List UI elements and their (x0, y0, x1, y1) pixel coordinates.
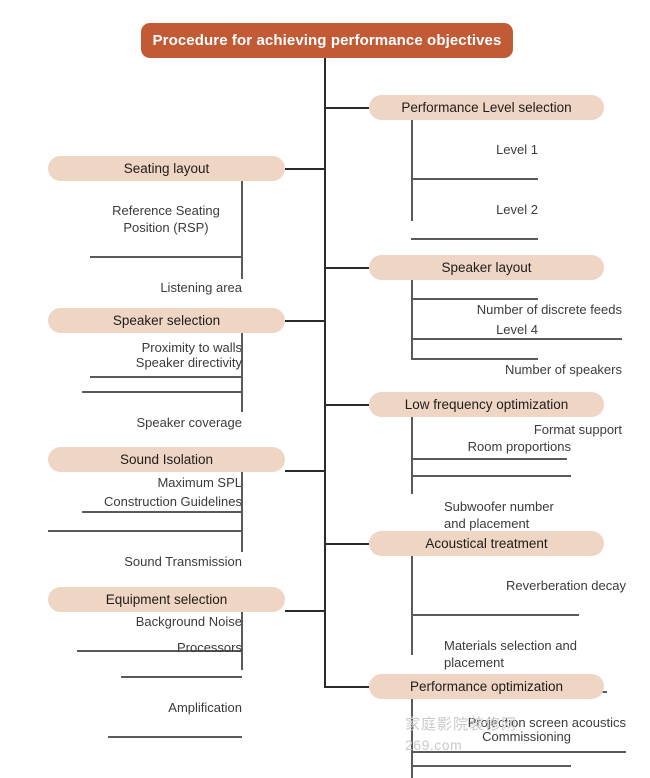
item-rule (411, 178, 538, 180)
list-item[interactable]: Level 1 (411, 120, 538, 180)
item-rule (411, 358, 538, 360)
branch-stem (241, 472, 243, 552)
connector-right-4 (324, 543, 369, 545)
connector-left-4 (285, 610, 325, 612)
list-item[interactable]: Projection screen acoustics (411, 693, 626, 753)
list-item[interactable]: Speaker coverage (82, 393, 242, 453)
branch-stem (241, 181, 243, 279)
branch-items: Processors Amplification (108, 612, 242, 738)
branch-pill-speaker-layout[interactable]: Speaker layout (369, 255, 604, 280)
list-item[interactable]: Commissioning (411, 699, 571, 767)
branch-items: Commissioning Calibration and EQ (411, 699, 571, 778)
list-item[interactable]: Reverberation decay (411, 556, 626, 616)
branch-pill-equipment-selection[interactable]: Equipment selection (48, 587, 285, 612)
branch-stem (241, 612, 243, 670)
branch-pill-performance-level-selection[interactable]: Performance Level selection (369, 95, 604, 120)
connector-left-1 (285, 168, 325, 170)
branch-stem (241, 333, 243, 412)
connector-right-2 (324, 267, 369, 269)
branch-stem (411, 120, 413, 221)
item-rule (77, 650, 242, 652)
list-item[interactable]: Speaker directivity (82, 333, 242, 393)
branch-stem (411, 417, 413, 494)
central-spine (324, 58, 326, 686)
list-item[interactable]: Number of discrete feeds (411, 280, 622, 340)
item-rule (82, 391, 242, 393)
branch-pill-sound-isolation[interactable]: Sound Isolation (48, 447, 285, 472)
list-item[interactable]: Level 4 (411, 300, 538, 360)
item-rule (411, 751, 626, 753)
item-rule (108, 736, 242, 738)
list-item[interactable]: Sound Transmission (48, 532, 242, 592)
list-item[interactable]: Room proportions (411, 417, 571, 477)
item-rule (411, 238, 538, 240)
list-item[interactable]: Construction Guidelines (48, 472, 242, 532)
item-rule (411, 765, 571, 767)
list-item[interactable]: Format support (411, 400, 622, 460)
item-rule (411, 475, 571, 477)
list-item[interactable]: Proximity to walls (90, 318, 242, 378)
list-item[interactable]: Number of speakers (411, 340, 622, 400)
item-rule (82, 511, 242, 513)
item-rule (90, 256, 242, 258)
list-item[interactable]: Level 2 (411, 180, 538, 240)
item-rule (411, 458, 568, 460)
item-rule (411, 298, 538, 300)
item-rule (411, 614, 579, 616)
diagram-root-title: Procedure for achieving performance obje… (141, 23, 513, 58)
list-item[interactable]: Maximum SPL (82, 453, 242, 513)
list-item[interactable]: Processors (108, 612, 242, 678)
branch-pill-performance-optimization[interactable]: Performance optimization (369, 674, 604, 699)
connector-right-1 (324, 107, 369, 109)
connector-right-5 (324, 686, 369, 688)
connector-right-3 (324, 404, 369, 406)
branch-items: Construction Guidelines Sound Transmissi… (48, 472, 242, 652)
list-item[interactable]: Amplification (108, 678, 242, 738)
list-item[interactable]: Calibration and EQ (411, 767, 571, 778)
item-rule (48, 530, 242, 532)
item-rule (411, 338, 622, 340)
branch-pill-low-frequency-optimization[interactable]: Low frequency optimization (369, 392, 604, 417)
branch-pill-speaker-selection[interactable]: Speaker selection (48, 308, 285, 333)
item-rule (90, 376, 242, 378)
branch-pill-acoustical-treatment[interactable]: Acoustical treatment (369, 531, 604, 556)
connector-left-3 (285, 470, 325, 472)
list-item[interactable]: Reference Seating Position (RSP) (90, 181, 242, 258)
branch-pill-seating-layout[interactable]: Seating layout (48, 156, 285, 181)
list-item[interactable]: Background Noise (48, 592, 242, 652)
item-rule (121, 676, 242, 678)
branch-stem (411, 280, 413, 358)
connector-left-2 (285, 320, 325, 322)
branch-stem (411, 556, 413, 655)
branch-stem (411, 699, 413, 778)
